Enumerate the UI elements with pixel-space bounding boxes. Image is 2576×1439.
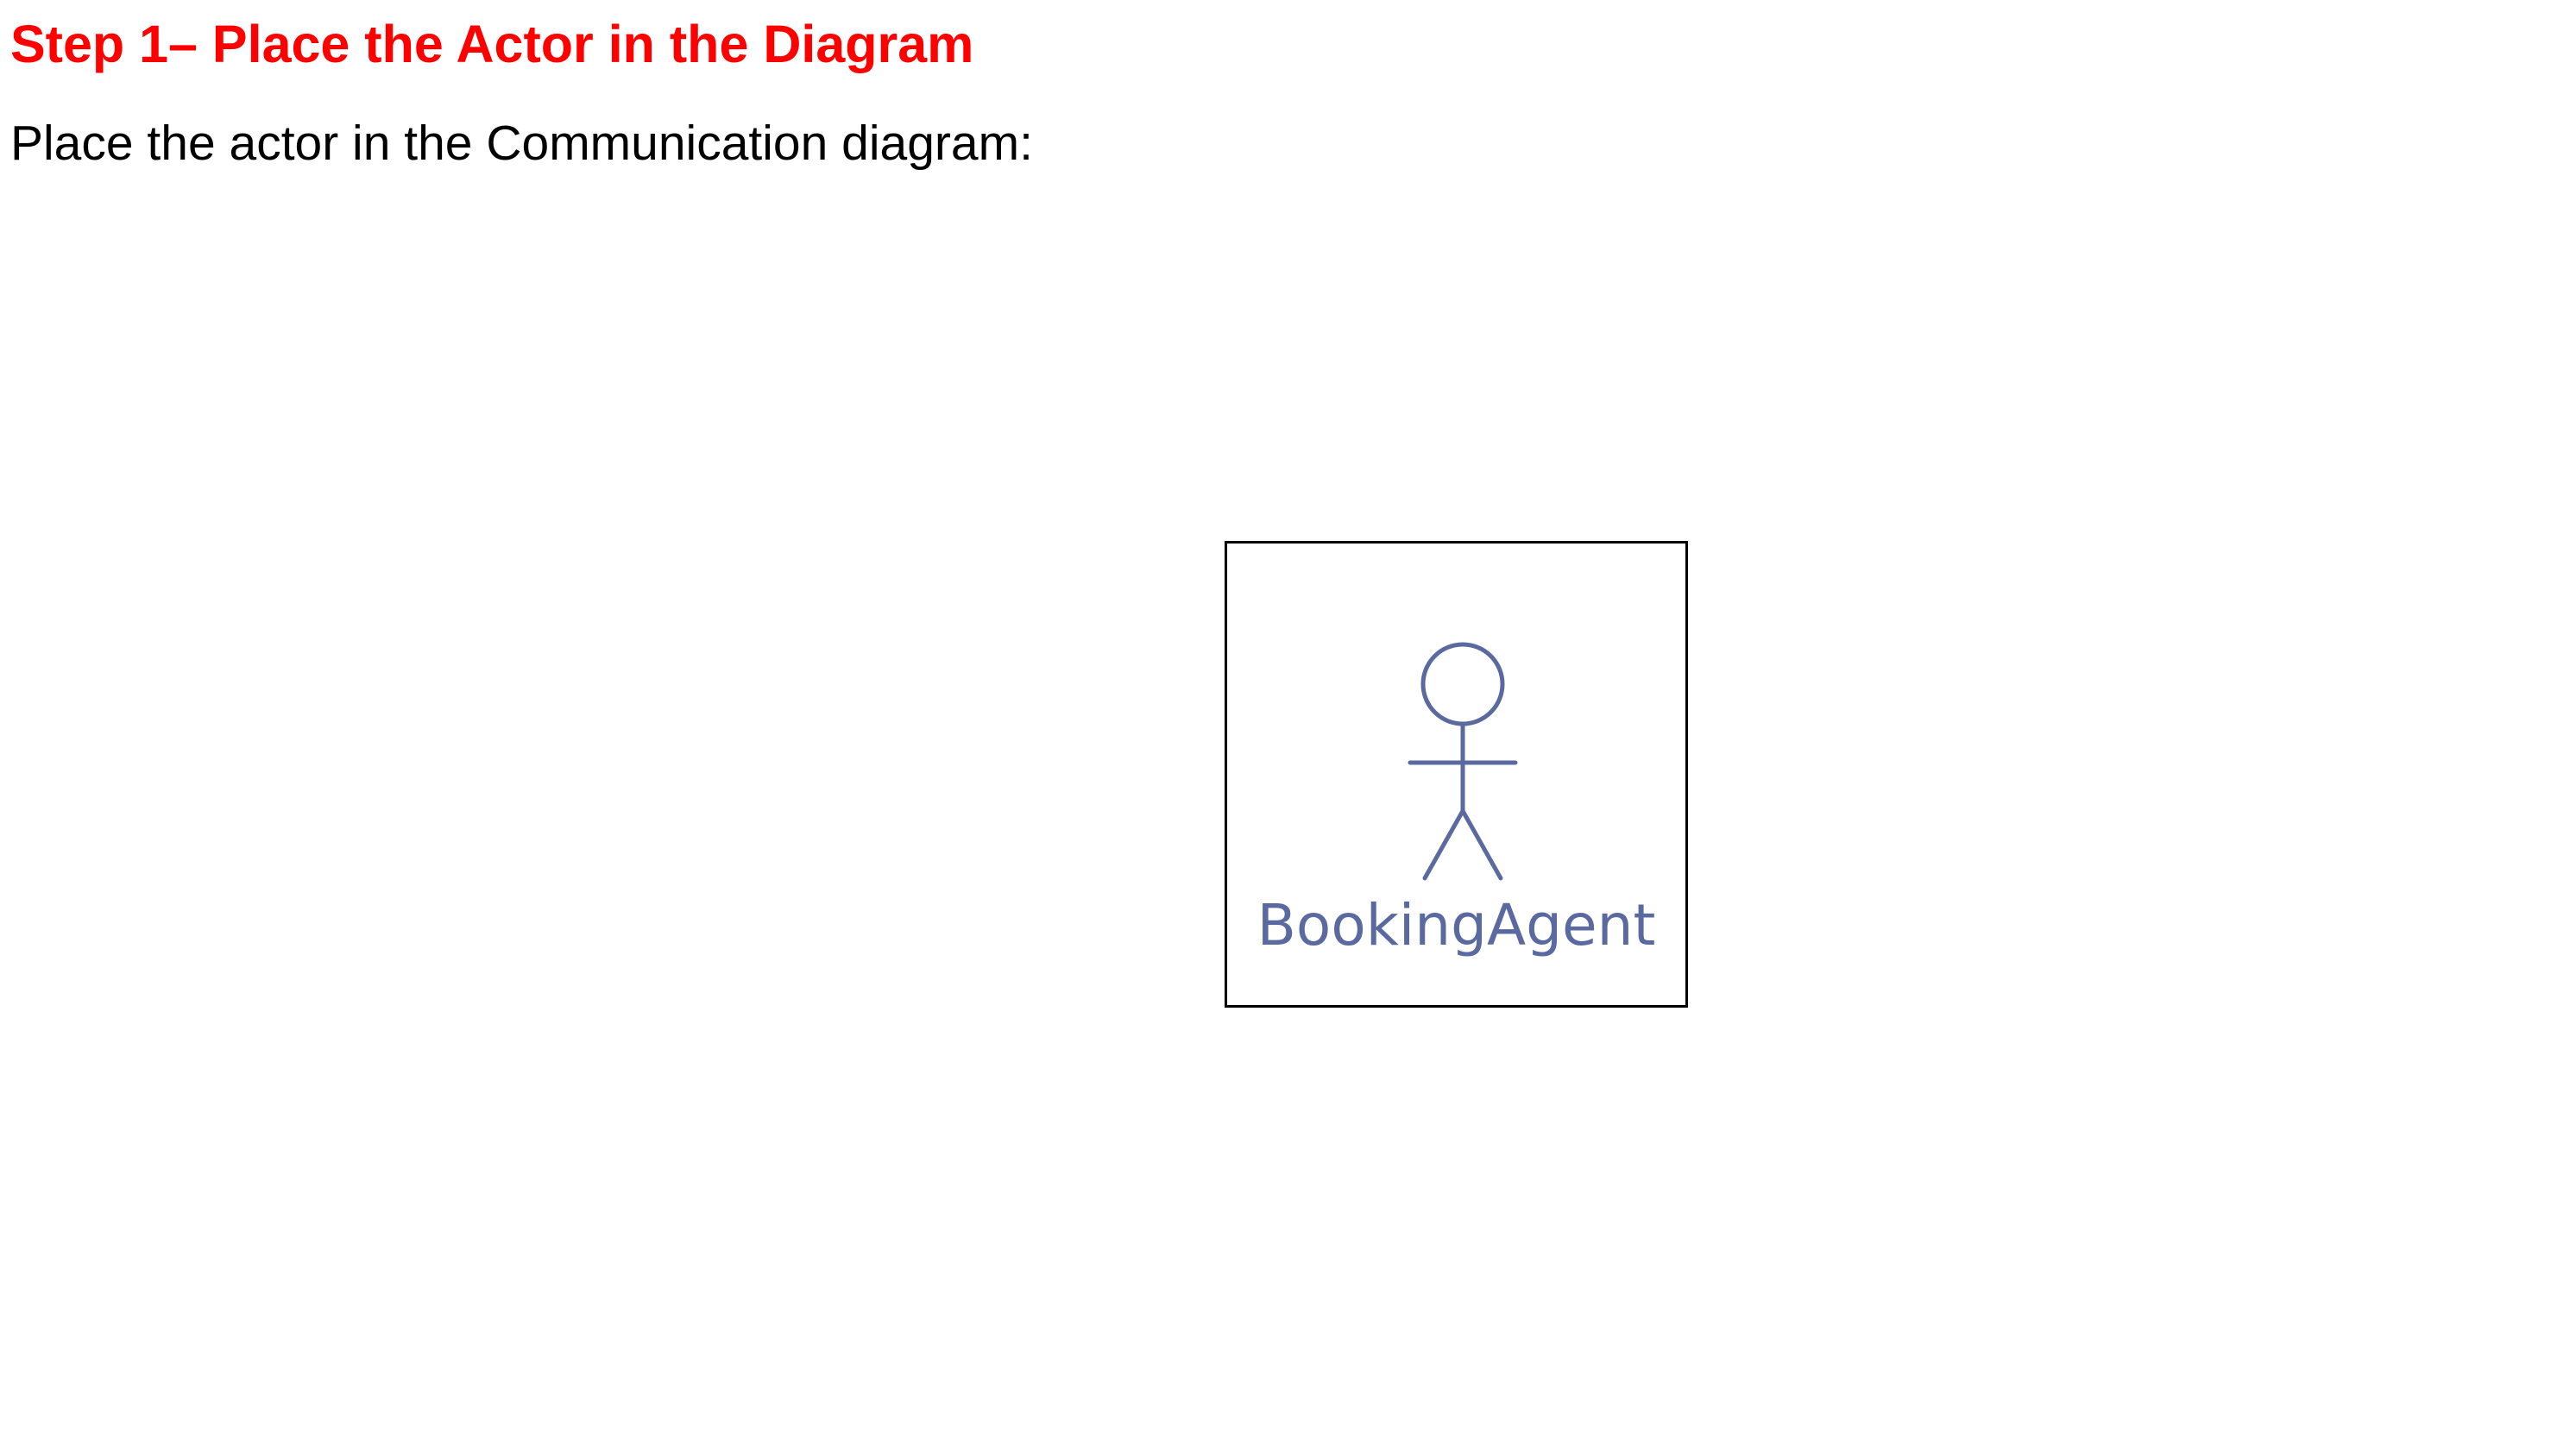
instruction-text: Place the actor in the Communication dia… [10,116,1033,171]
step-heading: Step 1– Place the Actor in the Diagram [10,15,974,73]
communication-diagram-figure: BookingAgent [1225,541,1688,1008]
actor-right-leg [1460,808,1503,881]
actor-icon [1408,642,1518,881]
actor-head [1420,642,1505,726]
stick-figure-actor-icon [1408,642,1518,881]
actor-left-leg [1422,808,1465,881]
actor-label: BookingAgent [1257,892,1656,958]
